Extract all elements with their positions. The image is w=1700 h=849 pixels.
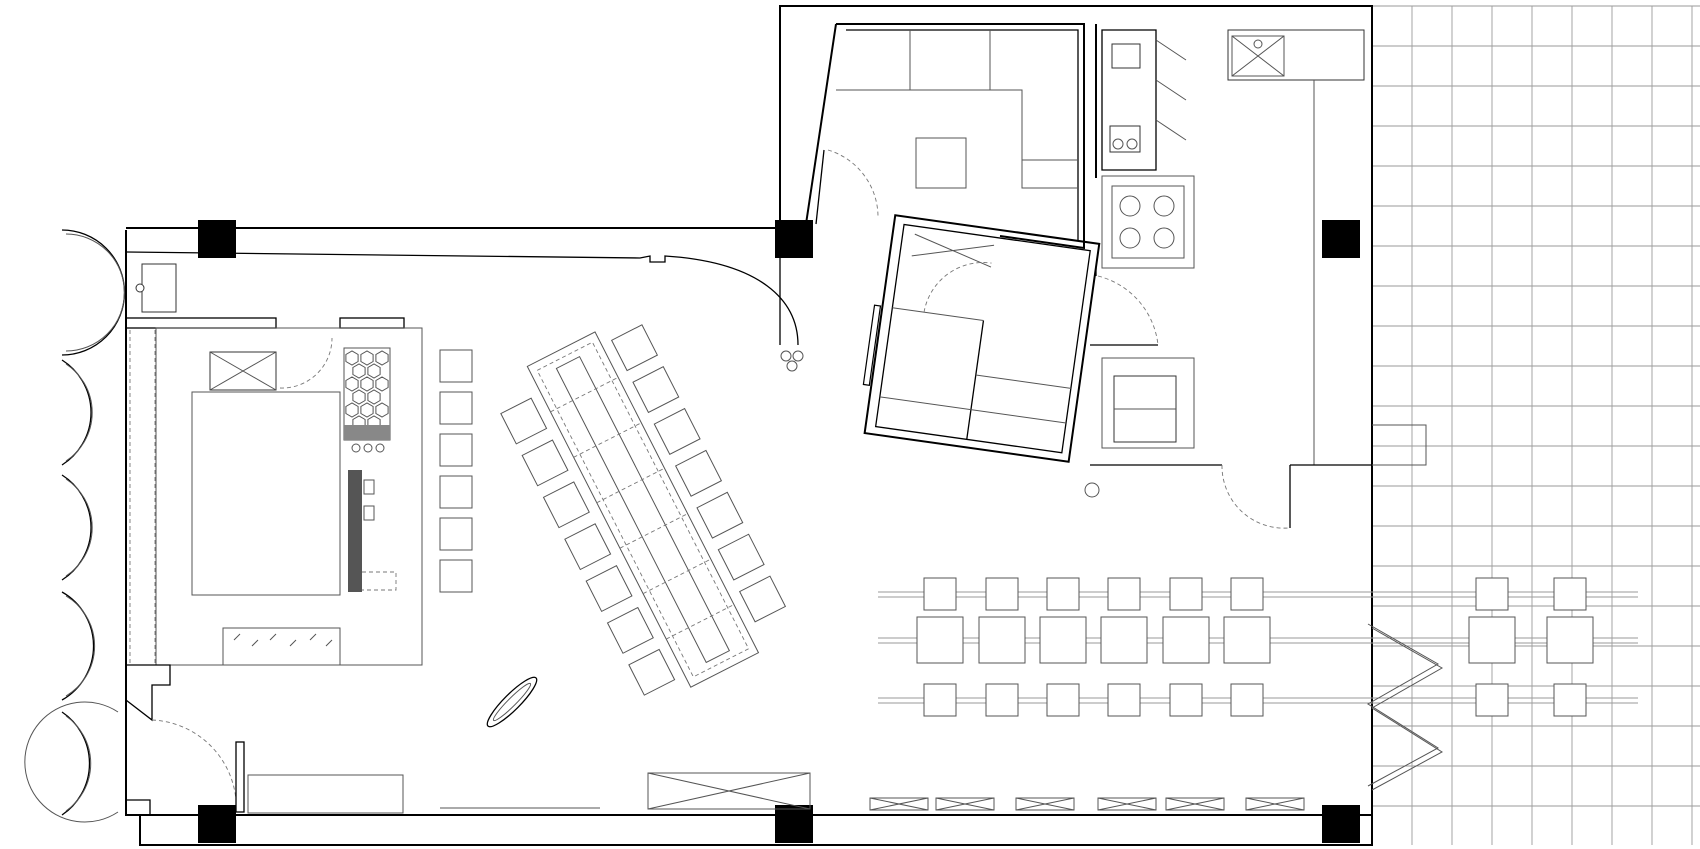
folding-facade [1367,623,1444,791]
arched-window-bays [24,229,126,823]
arched-window [61,359,92,466]
entrance-door [125,664,404,815]
stool [500,397,548,445]
stool [674,449,723,497]
stool [439,559,473,593]
bathroom-wc [125,263,277,665]
bar-stools [439,349,473,593]
arched-window [61,711,91,816]
tap-strip [348,470,362,592]
bench [1165,797,1225,811]
terrace-table [1475,683,1509,717]
storage-room [805,23,1085,250]
terrace-paving-grid [1371,5,1700,845]
structural-columns [198,220,1360,843]
terrace-table [1100,616,1148,664]
arched-window [24,701,119,823]
terrace-table [1107,683,1141,717]
bottom-wall-fixtures [440,772,1305,811]
terrace-table [1230,683,1264,717]
terrace-table [1553,683,1587,717]
bench [1245,797,1305,811]
cold-room [862,214,1101,463]
stool [542,481,590,529]
terrace-table [923,683,957,717]
table-top [526,331,760,688]
exterior-walls [125,5,1373,846]
stool [585,564,633,613]
communal-table [500,324,787,696]
stool [632,366,680,414]
bench [1015,797,1075,811]
stool [606,606,654,654]
stool [717,533,765,581]
terrace-tables [878,577,1638,717]
bench [935,797,995,811]
arched-window [61,474,92,581]
stool [653,407,701,456]
bar-counter [155,317,423,666]
stool [439,475,473,509]
terrace-table [1468,616,1516,664]
terrace-table [985,577,1019,611]
stool [439,433,473,467]
column [775,220,813,258]
column [775,805,813,843]
terrace-table [1107,577,1141,611]
stool [628,648,676,696]
terrace-table [916,616,964,664]
terrace-table [1046,577,1080,611]
terrace-table [1223,616,1271,664]
terrace-table [1169,683,1203,717]
stool [610,324,659,372]
terrace-table [1546,616,1594,664]
terrace-table [978,616,1026,664]
terrace-table [985,683,1019,717]
stool [564,523,612,571]
stool [738,575,787,623]
stool [439,391,473,425]
arched-window [61,229,126,356]
terrace-table [1162,616,1210,664]
terrace-table [1553,577,1587,611]
arched-window [61,591,95,701]
stool [439,517,473,551]
bench [869,797,929,811]
terrace-table [1046,683,1080,717]
column [198,805,236,843]
terrace-table [1475,577,1509,611]
terrace-table [923,577,957,611]
column [198,220,236,258]
stool [439,349,473,383]
column [1322,805,1360,843]
stool [696,491,744,539]
column [1322,220,1360,258]
terrace-table [1169,577,1203,611]
terrace-table [1230,577,1264,611]
stool [521,439,569,487]
bench [1097,797,1157,811]
terrace-table [1039,616,1087,664]
wine-rack [343,347,391,453]
kitchen [1090,24,1427,529]
round-tables [486,350,1100,728]
